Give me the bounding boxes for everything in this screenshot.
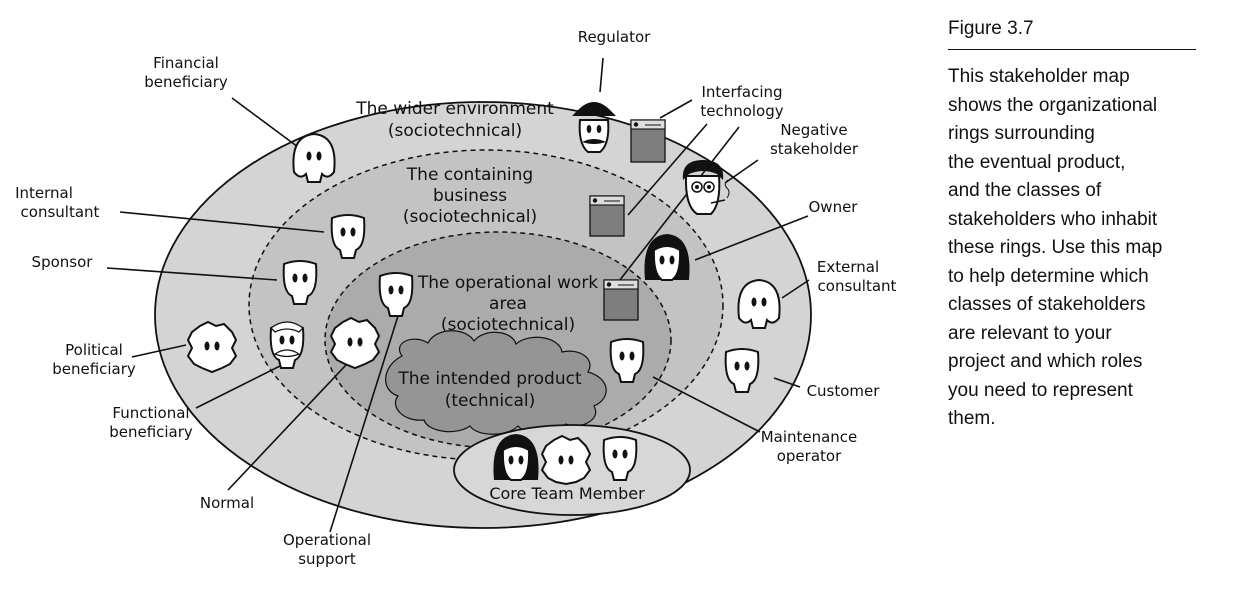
leader-lines (106, 57, 810, 533)
containing-ring-label-2: business (433, 186, 507, 206)
normal-label: Normal (200, 494, 254, 512)
core-team-member-icon (493, 434, 539, 481)
normal-fluffy-icon (329, 316, 381, 370)
operational-ring-label-1: The operational work (417, 273, 598, 293)
caption-line: to help determine which (948, 265, 1149, 287)
core-team-member-icon (602, 436, 638, 481)
device-icon (630, 119, 666, 163)
internal-consultant-label-2: consultant (21, 203, 100, 221)
figure-sidebar: Figure 3.7 This stakeholder map shows th… (948, 18, 1196, 434)
negative-stakeholder-icon (682, 160, 730, 215)
external-consultant-label-2: consultant (818, 277, 897, 295)
caption-line: project and which roles (948, 351, 1143, 372)
caption-line: these rings. Use this map (948, 237, 1163, 258)
caption-line: and the classes of (948, 180, 1102, 201)
customer-label: Customer (807, 382, 881, 400)
device-icon (589, 195, 625, 237)
figure-title: Figure 3.7 (948, 18, 1196, 50)
wider-ring-label-2: (sociotechnical) (388, 121, 522, 141)
operational-support-label-1: Operational (283, 531, 371, 549)
financial-beneficiary-label-2: beneficiary (144, 73, 228, 91)
regulator-icon (572, 102, 616, 153)
sponsor-label: Sponsor (32, 253, 94, 271)
negative-stakeholder-label-1: Negative (780, 121, 847, 139)
maintenance-operator-label-2: operator (777, 447, 842, 465)
external-consultant-icon (737, 278, 781, 329)
sponsor-icon (282, 260, 318, 305)
internal-consultant-icon (330, 214, 366, 259)
operational-support-label-2: support (298, 550, 356, 568)
caption-line: are relevant to your (948, 322, 1112, 344)
containing-ring-label-1: The containing (406, 165, 533, 185)
internal-consultant-label-1: Internal (15, 184, 73, 202)
operational-ring-label-3: (sociotechnical) (441, 315, 575, 335)
caption-line: the eventual product, (948, 151, 1126, 173)
regulator-label: Regulator (578, 28, 651, 46)
wider-ring-label-1: The wider environment (355, 99, 554, 119)
caption-line: stakeholders who inhabit (948, 208, 1158, 230)
normal-stakeholder-icon (378, 272, 414, 317)
caption-line: This stakeholder map (948, 66, 1130, 87)
financial-beneficiary-icon (292, 132, 336, 183)
external-consultant-label-1: External (817, 258, 879, 276)
political-beneficiary-label-1: Political (65, 341, 123, 359)
core-team-label: Core Team Member (489, 484, 645, 503)
interfacing-technology-label-1: Interfacing (701, 83, 782, 101)
caption-line: rings surrounding (948, 123, 1095, 144)
device-icon (603, 279, 639, 321)
political-beneficiary-label-2: beneficiary (52, 360, 136, 378)
containing-ring-label-3: (sociotechnical) (403, 207, 537, 227)
caption-line: classes of stakeholders (948, 294, 1146, 315)
customer-icon (724, 348, 760, 393)
maintenance-operator-label-1: Maintenance (761, 428, 858, 446)
functional-beneficiary-label-1: Functional (112, 404, 189, 422)
operational-ring-label-2: area (489, 294, 527, 314)
owner-label: Owner (809, 198, 859, 216)
functional-beneficiary-icon (269, 321, 305, 369)
negative-stakeholder-label-2: stakeholder (770, 140, 859, 158)
interfacing-technology-label-2: technology (700, 102, 783, 120)
owner-icon (644, 234, 690, 281)
core-team-member-icon (540, 434, 592, 486)
maintenance-operator-icon (609, 338, 645, 383)
product-label-2: (technical) (445, 391, 536, 411)
stakeholder-map: The wider environment (sociotechnical) T… (15, 28, 897, 568)
political-beneficiary-icon (186, 320, 238, 374)
financial-beneficiary-label-1: Financial (153, 54, 219, 72)
functional-beneficiary-label-2: beneficiary (109, 423, 193, 441)
product-label-1: The intended product (397, 369, 582, 389)
figure-caption: This stakeholder map shows the organizat… (948, 63, 1196, 434)
caption-line: shows the organizational (948, 94, 1158, 116)
caption-line: you need to represent (948, 379, 1133, 401)
caption-line: them. (948, 408, 996, 429)
intended-product-cloud (385, 330, 607, 435)
